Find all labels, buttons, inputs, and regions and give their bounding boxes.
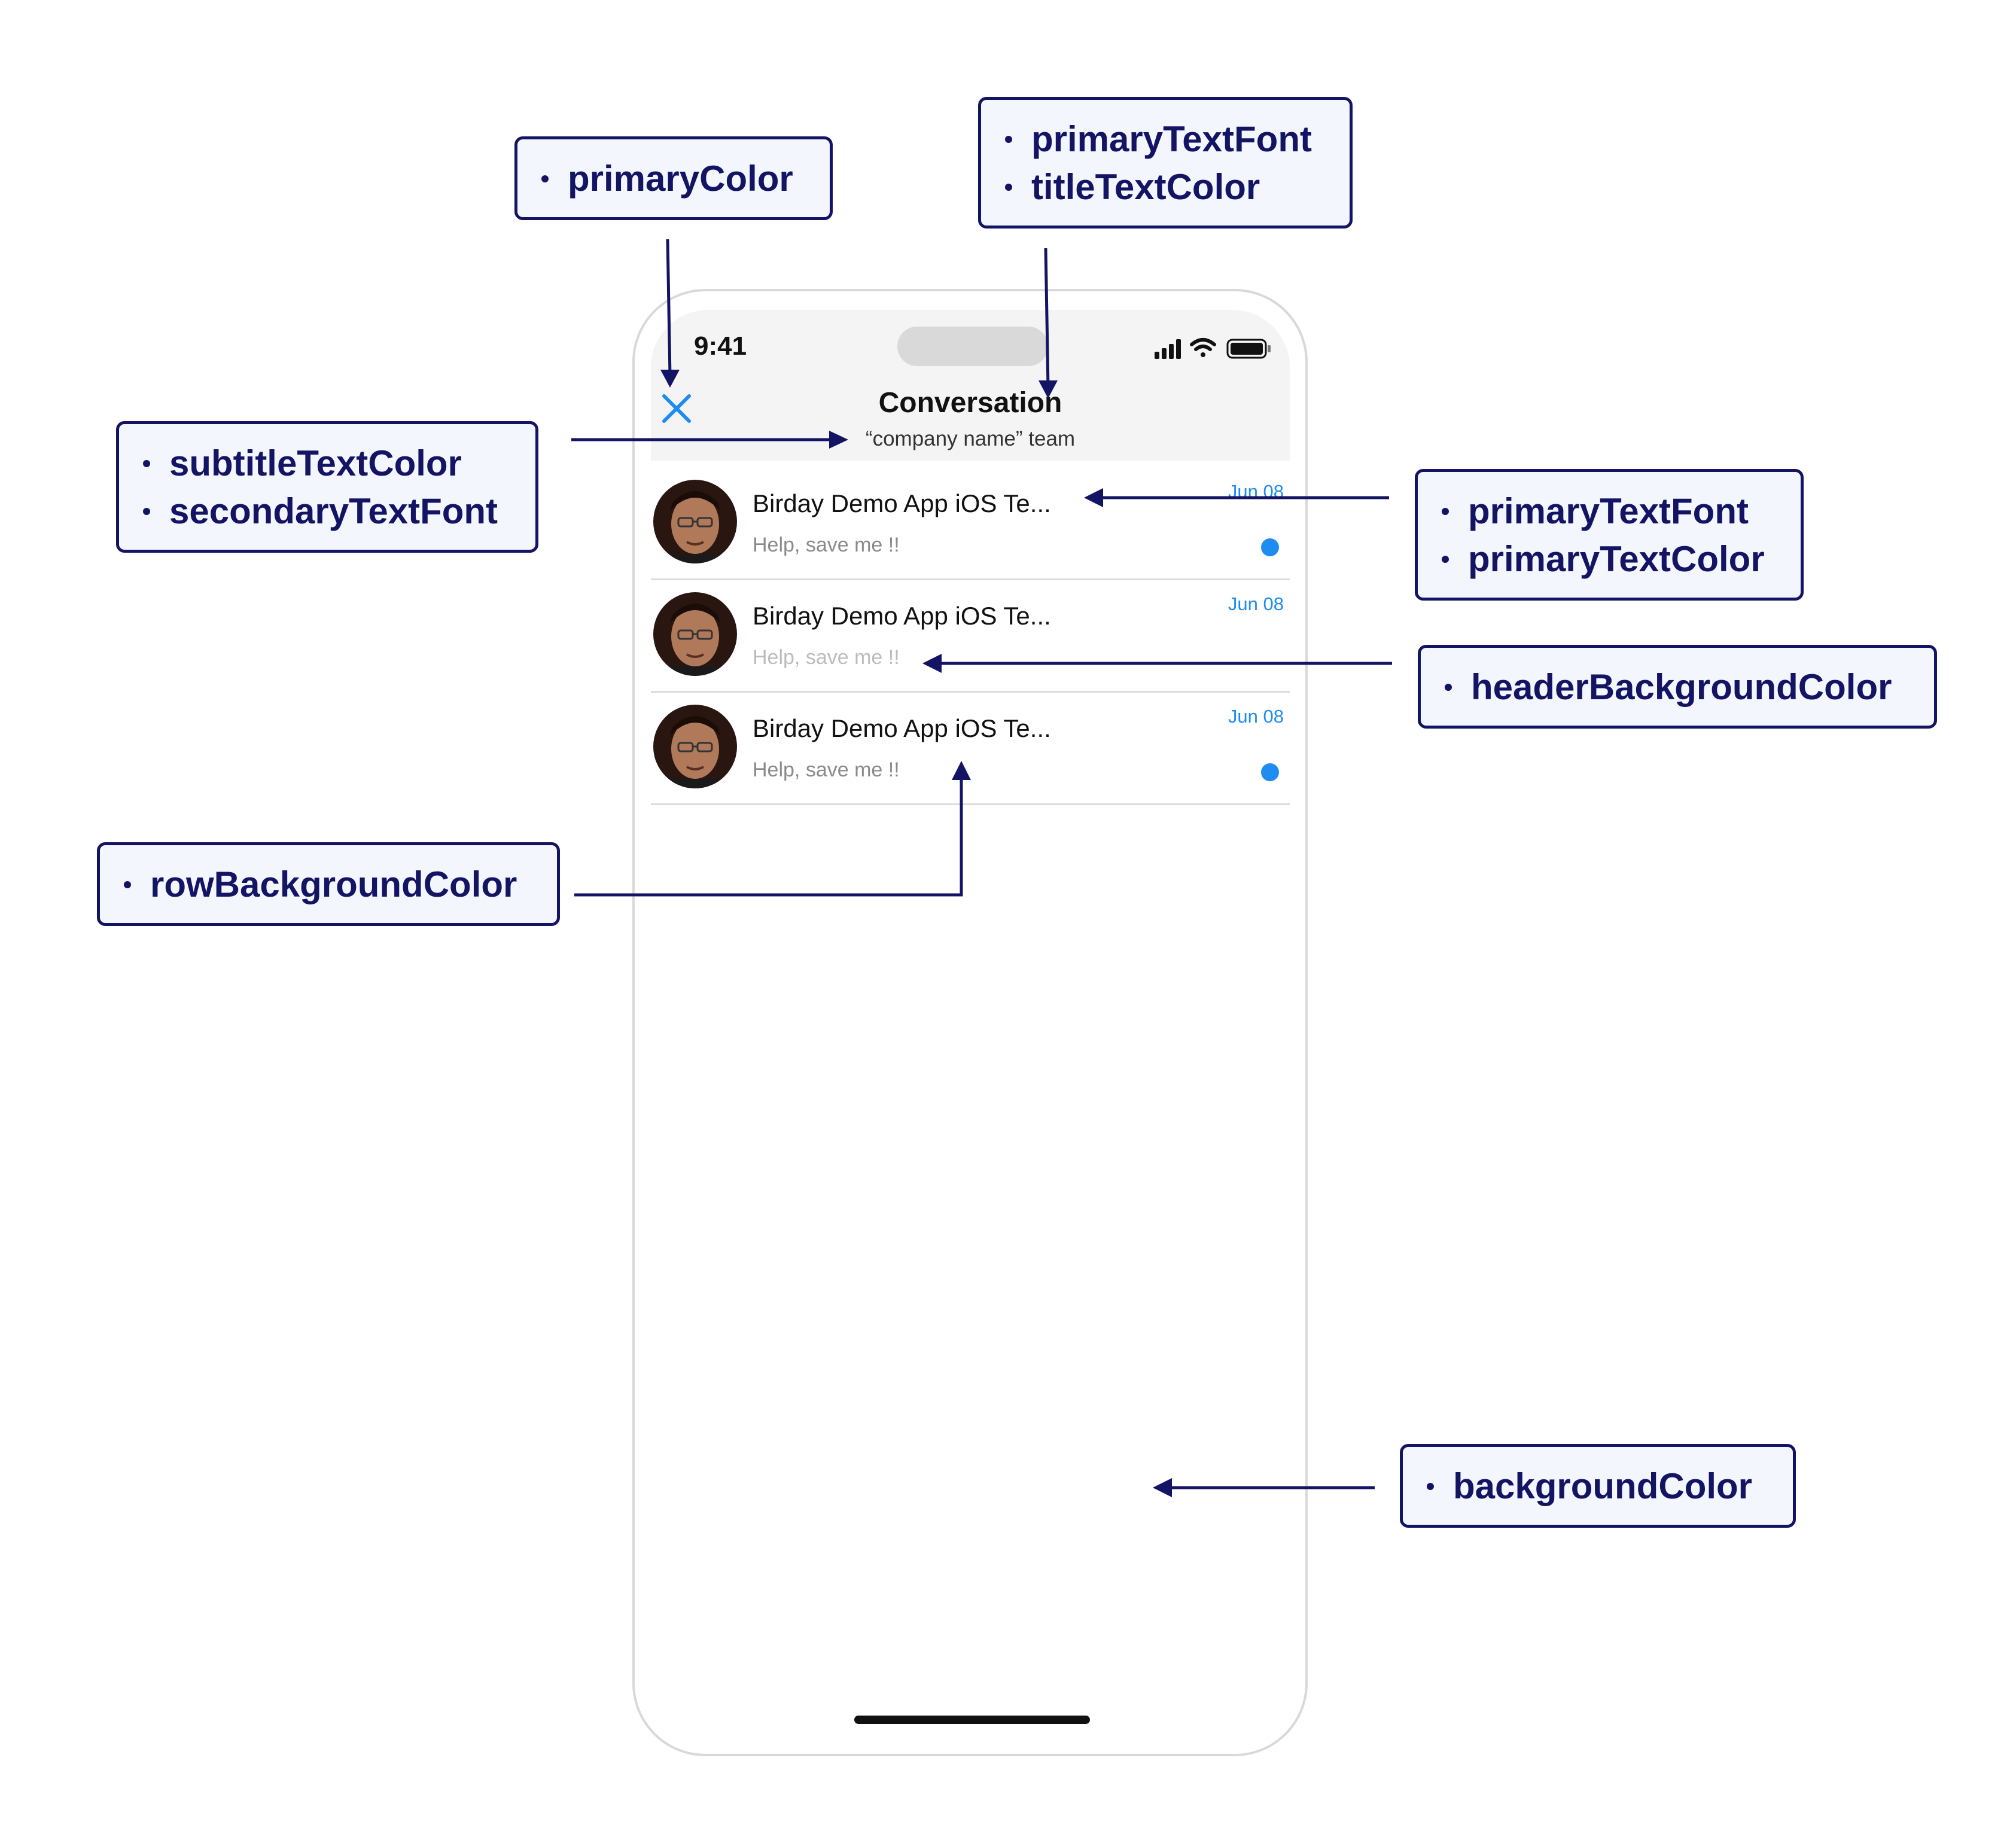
signal-icon [1155, 339, 1181, 359]
unread-indicator [1261, 538, 1279, 556]
app-screen: 9:41 [651, 310, 1290, 1739]
wifi-icon [1190, 338, 1216, 357]
conversation-header: 9:41 [651, 310, 1290, 461]
callout-item: secondaryTextFont [133, 488, 521, 535]
row-divider [651, 691, 1290, 693]
callout-primary-color: primaryColor [514, 136, 833, 220]
conversation-message: Help, save me !! [753, 646, 900, 669]
conversation-message: Help, save me !! [753, 758, 900, 781]
conversation-row[interactable]: Birday Demo App iOS Te... Help, save me … [651, 693, 1290, 805]
conversation-message: Help, save me !! [753, 534, 900, 556]
callout-background: backgroundColor [1400, 1444, 1796, 1528]
callout-item: rowBackgroundColor [114, 861, 543, 909]
callout-header-background: headerBackgroundColor [1418, 645, 1937, 729]
row-divider [651, 578, 1290, 580]
callout-item: subtitleTextColor [133, 440, 521, 488]
callout-row-background: rowBackgroundColor [97, 842, 560, 926]
status-icons [1155, 336, 1272, 360]
avatar [653, 705, 737, 788]
header-subtitle: “company name” team [865, 427, 1076, 450]
callout-item: headerBackgroundColor [1435, 663, 1920, 711]
callout-item: primaryTextFont [1432, 488, 1786, 535]
conversation-row[interactable]: Birday Demo App iOS Te... Help, save me … [651, 580, 1290, 693]
conversation-title: Birday Demo App iOS Te... [753, 602, 1051, 630]
avatar [653, 480, 737, 563]
battery-icon [1226, 339, 1271, 359]
conversation-row[interactable]: Birday Demo App iOS Te... Help, save me … [651, 468, 1290, 580]
close-icon[interactable] [659, 391, 694, 426]
conversation-date: Jun 08 [1228, 593, 1284, 614]
avatar [653, 592, 737, 676]
conversation-date: Jun 08 [1228, 481, 1284, 502]
conversation-title: Birday Demo App iOS Te... [753, 714, 1051, 742]
conversation-date: Jun 08 [1228, 706, 1284, 727]
dynamic-island [897, 327, 1048, 366]
callout-item: backgroundColor [1417, 1463, 1779, 1510]
unread-indicator [1261, 763, 1279, 781]
row-divider [651, 803, 1290, 805]
callout-row-title: primaryTextFont primaryTextColor [1415, 469, 1804, 601]
status-time: 9:41 [694, 331, 747, 361]
callout-item: primaryColor [532, 155, 815, 203]
callout-item: primaryTextFont [995, 115, 1335, 163]
header-title: Conversation [878, 387, 1062, 419]
conversation-title: Birday Demo App iOS Te... [753, 489, 1051, 517]
callout-item: primaryTextColor [1432, 535, 1786, 583]
home-indicator [854, 1716, 1090, 1724]
callout-title: primaryTextFont titleTextColor [978, 97, 1353, 229]
callout-subtitle: subtitleTextColor secondaryTextFont [116, 421, 538, 553]
callout-item: titleTextColor [995, 163, 1335, 211]
